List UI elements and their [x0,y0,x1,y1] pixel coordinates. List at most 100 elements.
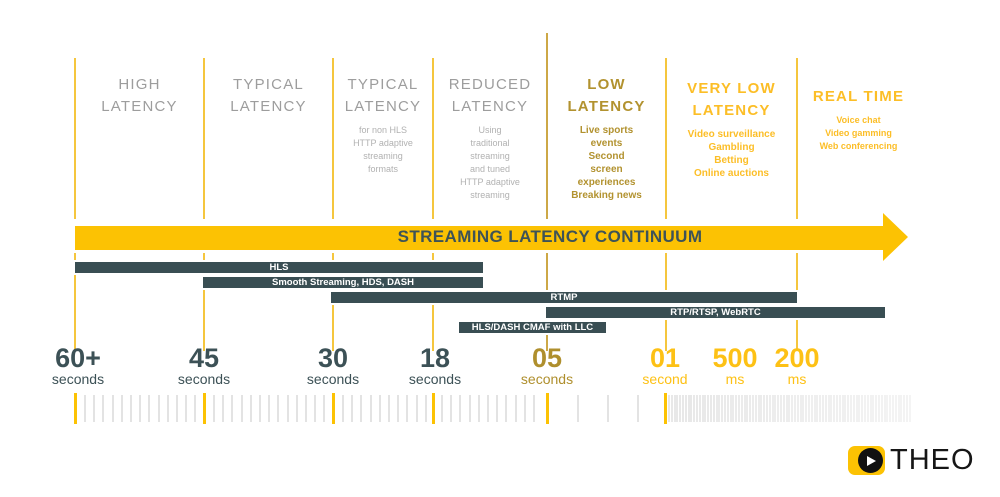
ruler-tick [369,395,372,422]
continuum-arrow-band [75,226,883,250]
ruler-tick [827,395,830,422]
bar-rtp-rtsp-webrtc: RTP/RTSP, WebRTC [546,307,885,318]
ruler-tick [424,395,427,422]
column-note-line: Voice chat [836,115,881,125]
ruler-tick [637,395,639,422]
ruler-tick [468,395,471,422]
column-note-line: Live sports [579,125,634,136]
ruler-tick [351,395,354,422]
guide-line [546,33,548,219]
timeline-unit: ms [787,371,807,387]
ruler-tick [676,395,679,422]
ruler-tick [740,395,743,422]
bar-label: RTMP [550,292,578,303]
timeline-unit: seconds [520,371,574,387]
ruler-tick [698,395,701,422]
ruler-tick [777,395,780,422]
ruler-tick [120,395,123,422]
ruler-tick [830,395,833,422]
ruler-tick [729,395,732,422]
timeline-value: 45 [188,343,220,373]
ruler-tick [277,395,280,422]
ruler-tick [819,395,822,422]
ruler-tick [185,395,188,422]
timeline-value: 18 [419,343,451,373]
ruler-tick [406,395,409,422]
timeline-unit: seconds [408,371,462,387]
ruler-tick [796,395,799,422]
column-note-line: Online auctions [693,168,769,179]
ruler-tick [726,395,729,422]
column-title-line: VERY LOW [687,80,776,97]
ruler-tick [808,395,810,422]
ruler-tick [749,395,752,422]
timeline-unit: seconds [51,371,105,387]
guide-line [203,58,205,219]
guide-line [74,58,76,219]
ruler-tick [774,395,777,422]
column-note-line: streaming [470,190,510,200]
ruler-tick [388,395,390,422]
ruler-tick [670,395,673,422]
ruler-major-tick [332,393,335,424]
ruler-tick [514,395,517,422]
ruler-tick [833,395,836,422]
column-note-line: traditional [470,138,510,148]
column-title: REAL TIME [797,86,920,108]
guide-line [74,253,76,351]
ruler-major-tick [546,393,549,424]
ruler-tick [533,395,535,422]
ruler-tick [908,395,911,422]
column-title-line: TYPICAL [347,76,419,93]
ruler-tick [900,395,903,422]
ruler-tick [735,395,738,422]
ruler-tick [794,395,796,422]
ruler-tick [721,395,724,422]
column-note-line: for non HLS [358,125,408,135]
ruler-tick [213,395,215,422]
ruler-tick [869,395,872,422]
ruler-tick [810,395,813,422]
ruler-tick [724,395,726,422]
timeline-value: 01 [649,343,681,373]
ruler-tick [441,395,443,422]
guide-line [796,58,798,219]
bar-label: HLS/DASH CMAF with LLC [471,322,594,333]
column-note-line: streaming [363,151,403,161]
ruler-tick [855,395,858,422]
ruler-tick [194,395,197,422]
ruler-tick [259,395,261,422]
column-note-line: streaming [470,151,510,161]
ruler-tick [746,395,749,422]
ruler-tick [802,395,805,422]
ruler-tick [450,395,453,422]
timeline-unit: seconds [306,371,360,387]
ruler-tick [102,395,105,422]
ruler-tick [487,395,489,422]
ruler-tick [752,395,754,422]
ruler-tick [791,395,794,422]
ruler-tick [687,395,690,422]
ruler-tick [305,395,307,422]
ruler-major-tick [203,393,206,424]
ruler-tick [824,395,827,422]
ruler-tick [763,395,766,422]
timeline-value: 200 [774,343,820,373]
ruler-tick [679,395,682,422]
bar-label: RTP/RTSP, WebRTC [670,307,761,318]
timeline-value: 30 [317,343,349,373]
ruler-tick [607,395,609,422]
ruler-tick [906,395,908,422]
